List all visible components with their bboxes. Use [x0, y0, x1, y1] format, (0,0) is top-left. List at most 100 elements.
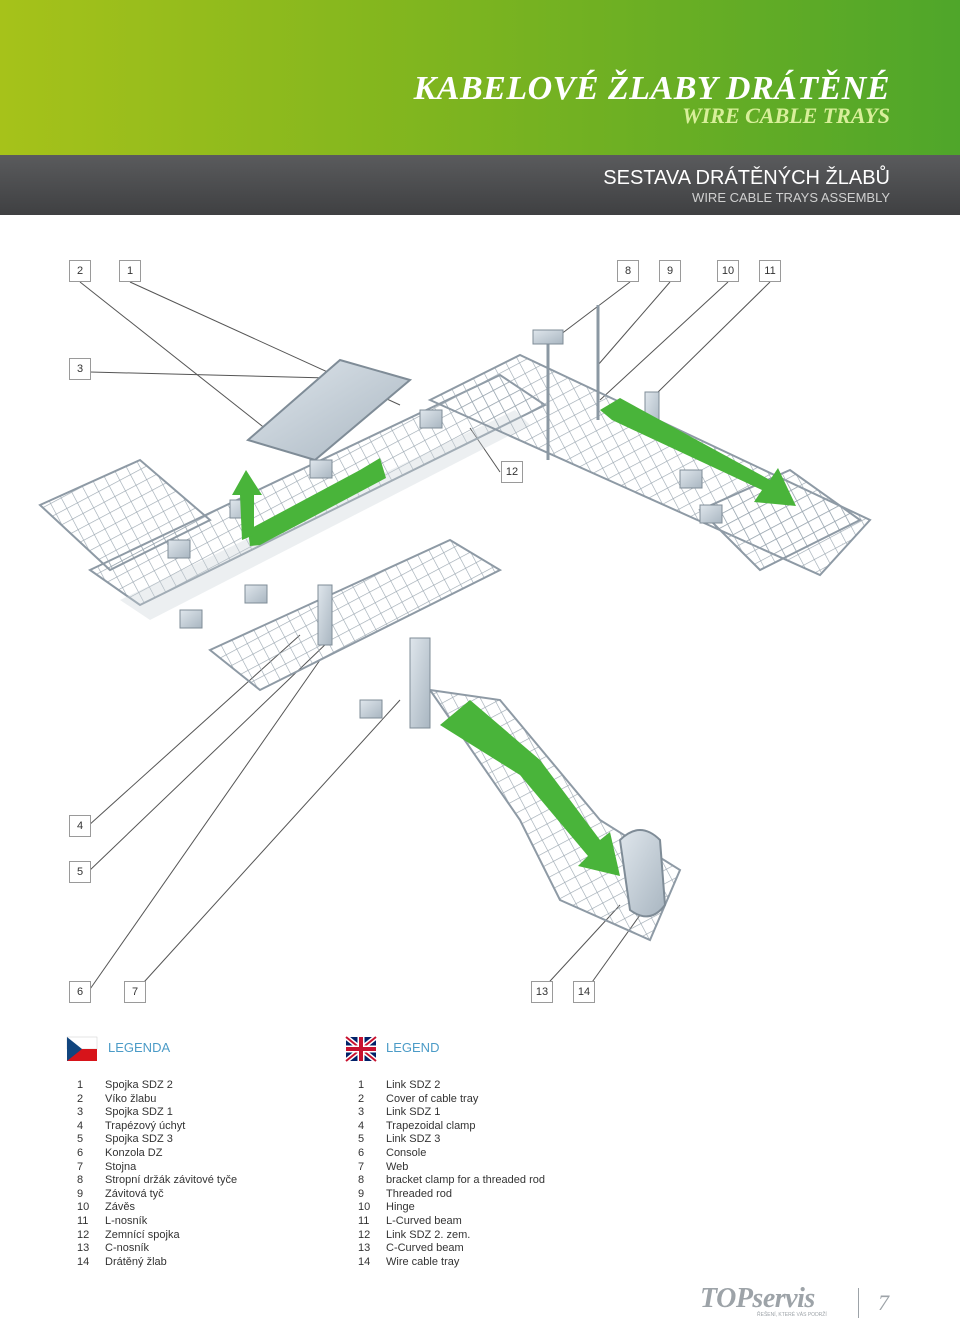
legend-item: 7 Stojna: [77, 1161, 237, 1175]
legend-item: 9 Threaded rod: [358, 1188, 545, 1202]
footer-divider: [858, 1288, 859, 1318]
legend-item-label: Console: [386, 1146, 427, 1159]
legend-item-number: 9: [358, 1187, 365, 1200]
legend-item: 6 Konzola DZ: [77, 1147, 237, 1161]
legend-item: 10 Hinge: [358, 1201, 545, 1215]
legend-item-label: Cover of cable tray: [386, 1092, 479, 1105]
header-band: [0, 0, 960, 155]
callout-13: 13: [531, 981, 553, 1003]
czech-flag-icon: [66, 1036, 98, 1061]
legend-item: 7 Web: [358, 1161, 545, 1175]
ceiling-bracket: [532, 329, 564, 345]
legend-item-number: 13: [77, 1242, 90, 1255]
legend-item-number: 10: [358, 1201, 371, 1214]
section-title: SESTAVA DRÁTĚNÝCH ŽLABŮ: [603, 167, 890, 189]
legend-item-number: 2: [358, 1092, 365, 1105]
legend-item-number: 5: [358, 1133, 365, 1146]
legend-item: 11 L-Curved beam: [358, 1215, 545, 1229]
legend-item: 14 Wire cable tray: [358, 1256, 545, 1270]
legend-item-label: Hinge: [386, 1201, 415, 1214]
legend-item-label: Trapezoidal clamp: [386, 1119, 476, 1132]
legend-item-number: 6: [358, 1146, 365, 1159]
legend-item-label: C-nosník: [105, 1242, 150, 1255]
logo-slogan: ŘEŠENÍ, KTERÉ VÁS PODRŽÍ: [757, 1312, 827, 1318]
legend-item-label: Link SDZ 2: [386, 1079, 441, 1091]
legend-item: 10 Závěs: [77, 1201, 237, 1215]
tray-cover: [245, 358, 413, 462]
legend-item-number: 14: [358, 1255, 371, 1268]
legend-item-label: Víko žlabu: [105, 1092, 157, 1105]
legend-item: 5 Link SDZ 3: [358, 1133, 545, 1147]
legend-item-label: Závěs: [105, 1201, 135, 1214]
callout-4: 4: [69, 815, 91, 837]
legend-item-number: 8: [358, 1174, 365, 1187]
legend-item-label: Link SDZ 3: [386, 1133, 441, 1146]
callout-7: 7: [124, 981, 146, 1003]
callout-12: 12: [501, 461, 523, 483]
callout-1: 1: [119, 260, 141, 282]
legend-item-label: Spojka SDZ 1: [105, 1106, 173, 1119]
legend-item-number: 7: [77, 1160, 84, 1173]
wire-tray-left-branch: [38, 458, 212, 572]
legend-item-label: Web: [386, 1160, 409, 1173]
legend-item-number: 11: [358, 1214, 370, 1227]
legend-item-number: 12: [77, 1228, 90, 1241]
callout-6: 6: [69, 981, 91, 1003]
legend-item-label: Spojka SDZ 3: [105, 1133, 173, 1146]
console-post: [317, 584, 333, 646]
web-post: [409, 637, 431, 729]
legend-heading-cz: LEGENDA: [108, 1040, 171, 1055]
section-subtitle: WIRE CABLE TRAYS ASSEMBLY: [692, 190, 890, 205]
legend-item-number: 11: [77, 1214, 89, 1227]
wire-tray-lower: [208, 538, 503, 692]
callout-10: 10: [717, 260, 739, 282]
callout-2: 2: [69, 260, 91, 282]
legend-heading-en: LEGEND: [386, 1040, 440, 1055]
callout-14: 14: [573, 981, 595, 1003]
callout-9: 9: [659, 260, 681, 282]
legend-item-label: Konzola DZ: [105, 1146, 163, 1159]
legend-item: 2 Cover of cable tray: [358, 1093, 545, 1107]
legend-item-label: Threaded rod: [386, 1187, 453, 1200]
legend-item-label: L-nosník: [105, 1214, 148, 1227]
legend-item-label: Závitová tyč: [105, 1187, 164, 1200]
direction-arrows: [232, 398, 796, 876]
legend-item-number: 8: [77, 1174, 84, 1187]
legend-item-number: 7: [358, 1160, 365, 1173]
legend-item: 8 bracket clamp for a threaded rod: [358, 1174, 545, 1188]
uk-flag-icon: [345, 1035, 377, 1063]
assembly-illustration: [38, 281, 872, 993]
legend-item: 4 Trapézový úchyt: [77, 1120, 237, 1134]
callout-8: 8: [617, 260, 639, 282]
topservis-logo: TOPservis: [700, 1283, 815, 1314]
legend-item-number: 1: [358, 1079, 365, 1091]
legend-item-number: 10: [77, 1201, 90, 1214]
legend-item-label: C-Curved beam: [386, 1242, 464, 1255]
legend-item-label: Wire cable tray: [386, 1255, 460, 1268]
legend-item-number: 9: [77, 1187, 84, 1200]
callout-11: 11: [759, 260, 781, 282]
legend-item-number: 6: [77, 1146, 84, 1159]
legend-item-number: 1: [77, 1079, 84, 1091]
legend-item-number: 12: [358, 1228, 371, 1241]
c-curved-beam: [618, 829, 667, 918]
legend-item-label: Stropní držák závitové tyče: [105, 1174, 238, 1187]
legend-item-label: L-Curved beam: [386, 1214, 462, 1227]
legend-item-number: 3: [77, 1106, 84, 1119]
legend-item: 11 L-nosník: [77, 1215, 237, 1229]
legend-item-number: 4: [77, 1119, 84, 1132]
legend-item-number: 13: [358, 1242, 371, 1255]
legend-item-label: Trapézový úchyt: [105, 1119, 186, 1132]
page-title: KABELOVÉ ŽLABY DRÁTĚNÉ: [413, 70, 890, 107]
legend-item-label: Stojna: [105, 1160, 137, 1173]
legend-item-label: bracket clamp for a threaded rod: [386, 1174, 545, 1187]
legend-item: 13 C-Curved beam: [358, 1242, 545, 1256]
